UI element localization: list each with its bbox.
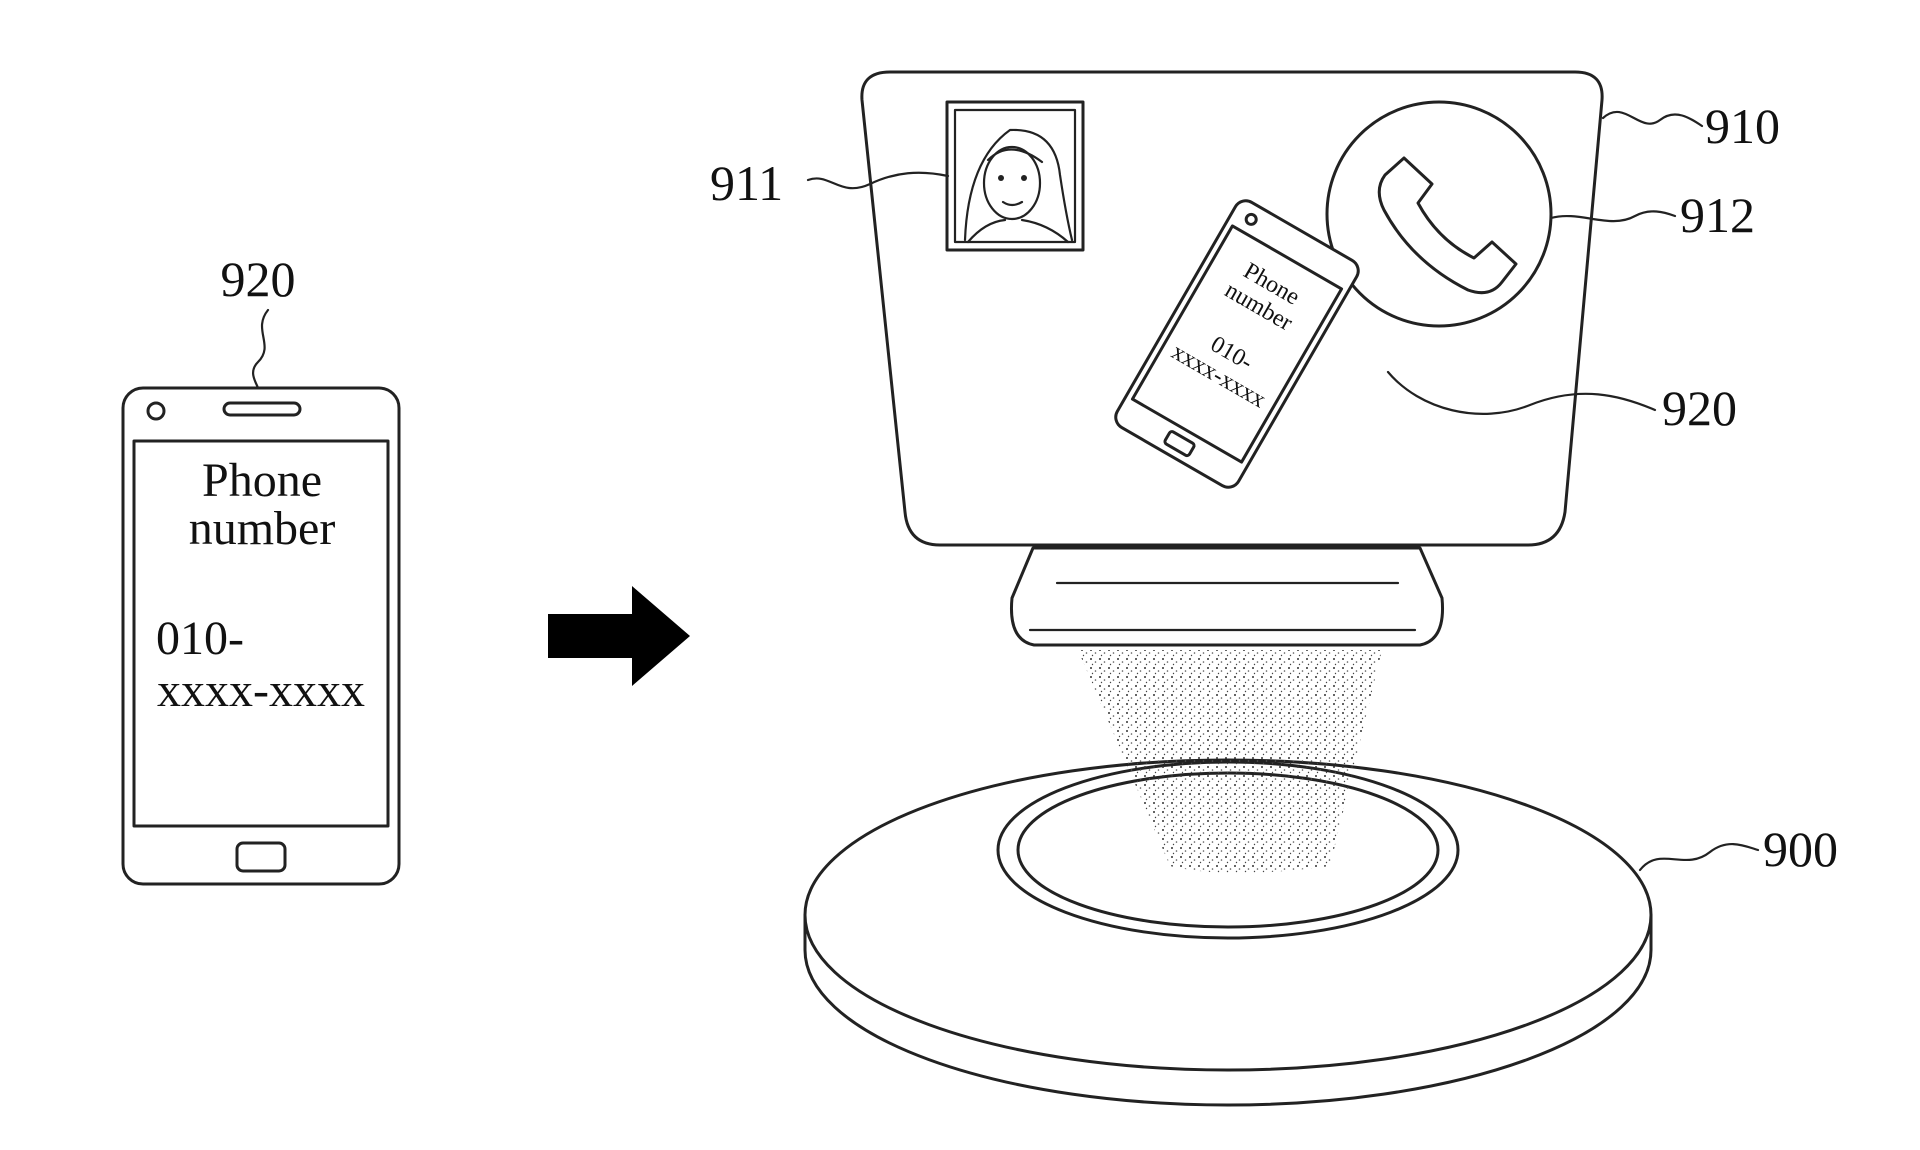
left-phone-text-3: 010-: [156, 612, 244, 665]
left-phone-text-4: xxxx-xxxx: [157, 664, 365, 717]
projector-neck: [1009, 546, 1445, 647]
right-arrow-icon: [548, 586, 690, 686]
light-beam: [1078, 650, 1382, 873]
leader-920-right: [1386, 370, 1657, 415]
hologram-phone-home-button: [1163, 430, 1196, 458]
person-face: [982, 145, 1042, 221]
left-phone-text-2: number: [189, 502, 336, 555]
contact-photo-inner: [953, 108, 1077, 244]
left-phone-camera: [146, 401, 166, 421]
ref-900: 900: [1763, 821, 1838, 877]
leader-911: [806, 171, 950, 190]
phone-handset-icon: [1377, 156, 1518, 295]
leader-920-left: [251, 308, 270, 390]
hologram-phone-screen: [1130, 224, 1344, 464]
left-phone-text-1: Phone: [202, 454, 322, 507]
call-icon-circle: [1325, 100, 1553, 328]
ref-912: 912: [1680, 187, 1755, 243]
leader-912: [1549, 210, 1677, 223]
person-mouth: [1001, 200, 1024, 207]
person-hair: [963, 128, 1074, 242]
left-phone-home-button: [235, 841, 287, 873]
ref-910: 910: [1705, 98, 1780, 154]
neck-body: [1009, 546, 1445, 647]
leader-900: [1638, 843, 1760, 872]
call-icon: [1325, 100, 1553, 328]
ref-920-left: 920: [221, 251, 296, 307]
hologram-phone: Phone number 010- xxxx-xxxx: [1114, 199, 1360, 489]
person-bangs: [986, 148, 1044, 164]
person-shoulders: [966, 218, 1070, 244]
hologram-phone-camera: [1244, 212, 1258, 226]
ref-920-right: 920: [1662, 380, 1737, 436]
contact-photo: [945, 100, 1085, 252]
contact-photo-frame: [945, 100, 1085, 252]
left-phone-screen: [132, 439, 390, 828]
leader-910: [1601, 110, 1704, 128]
person-eye-right: [1021, 175, 1027, 181]
left-phone-speaker: [222, 401, 302, 417]
left-phone: Phone number 010- xxxx-xxxx: [121, 386, 401, 886]
ref-911: 911: [710, 155, 783, 211]
person-eye-left: [998, 175, 1004, 181]
